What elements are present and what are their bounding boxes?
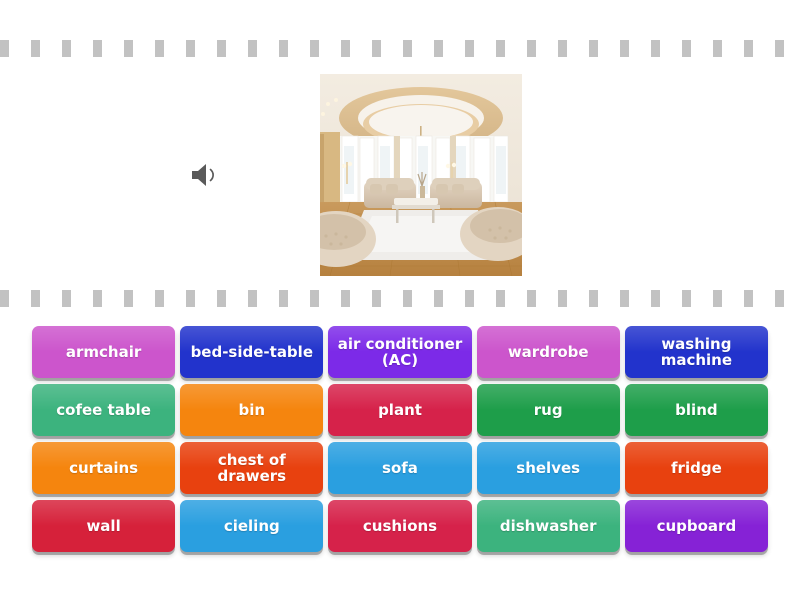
dashed-rail-top	[0, 40, 800, 57]
answer-tile[interactable]: curtains	[32, 442, 176, 494]
answer-tile-label: cofee table	[56, 400, 151, 419]
answer-tile[interactable]: cieling	[180, 500, 324, 552]
answer-tile[interactable]: shelves	[476, 442, 620, 494]
answer-tile[interactable]: cofee table	[32, 384, 176, 436]
answer-tile-label: armchair	[65, 342, 142, 361]
answer-tile-label: cupboard	[656, 516, 737, 535]
dashed-rail-bottom	[0, 290, 800, 307]
answer-tile[interactable]: wardrobe	[476, 326, 620, 378]
answer-tile-label: chest of drawers	[217, 450, 287, 485]
answer-tile-label: sofa	[382, 458, 418, 477]
answer-tile[interactable]: fridge	[624, 442, 768, 494]
answer-tile[interactable]: dishwasher	[476, 500, 620, 552]
speaker-icon	[190, 162, 220, 188]
answer-tile[interactable]: armchair	[32, 326, 176, 378]
audio-play-button[interactable]	[185, 157, 225, 193]
answer-tile[interactable]: wall	[32, 500, 176, 552]
answer-tile[interactable]: bed-side-table	[180, 326, 324, 378]
answer-tile-label: air conditioner (AC)	[337, 334, 463, 369]
answer-tile-label: dishwasher	[499, 516, 597, 535]
answer-tile-label: wall	[86, 516, 121, 535]
answer-tile-grid: armchair bed-side-table air conditioner (A…	[32, 326, 768, 552]
answer-tile-label: washing machine	[660, 334, 733, 369]
answer-tile[interactable]: washing machine	[624, 326, 768, 378]
answer-tile-label: shelves	[516, 458, 581, 477]
answer-tile-label: bin	[238, 400, 266, 419]
answer-tile[interactable]: cushions	[328, 500, 472, 552]
answer-tile[interactable]: cupboard	[624, 500, 768, 552]
answer-tile[interactable]: chest of drawers	[180, 442, 324, 494]
answer-tile[interactable]: blind	[624, 384, 768, 436]
answer-tile-label: blind	[675, 400, 718, 419]
answer-tile-label: cushions	[362, 516, 438, 535]
answer-tile-label: wardrobe	[507, 342, 589, 361]
answer-tile[interactable]: bin	[180, 384, 324, 436]
answer-tile-label: rug	[533, 400, 563, 419]
answer-tile-label: fridge	[671, 458, 722, 477]
answer-tile[interactable]: plant	[328, 384, 472, 436]
answer-tile[interactable]: air conditioner (AC)	[328, 326, 472, 378]
answer-tile[interactable]: rug	[476, 384, 620, 436]
answer-tile[interactable]: sofa	[328, 442, 472, 494]
answer-tile-label: curtains	[69, 458, 139, 477]
answer-tile-label: bed-side-table	[190, 342, 313, 361]
question-zone	[0, 57, 800, 290]
answer-tile-label: plant	[378, 400, 422, 419]
living-room-photo[interactable]	[320, 74, 522, 276]
answer-tile-label: cieling	[223, 516, 280, 535]
